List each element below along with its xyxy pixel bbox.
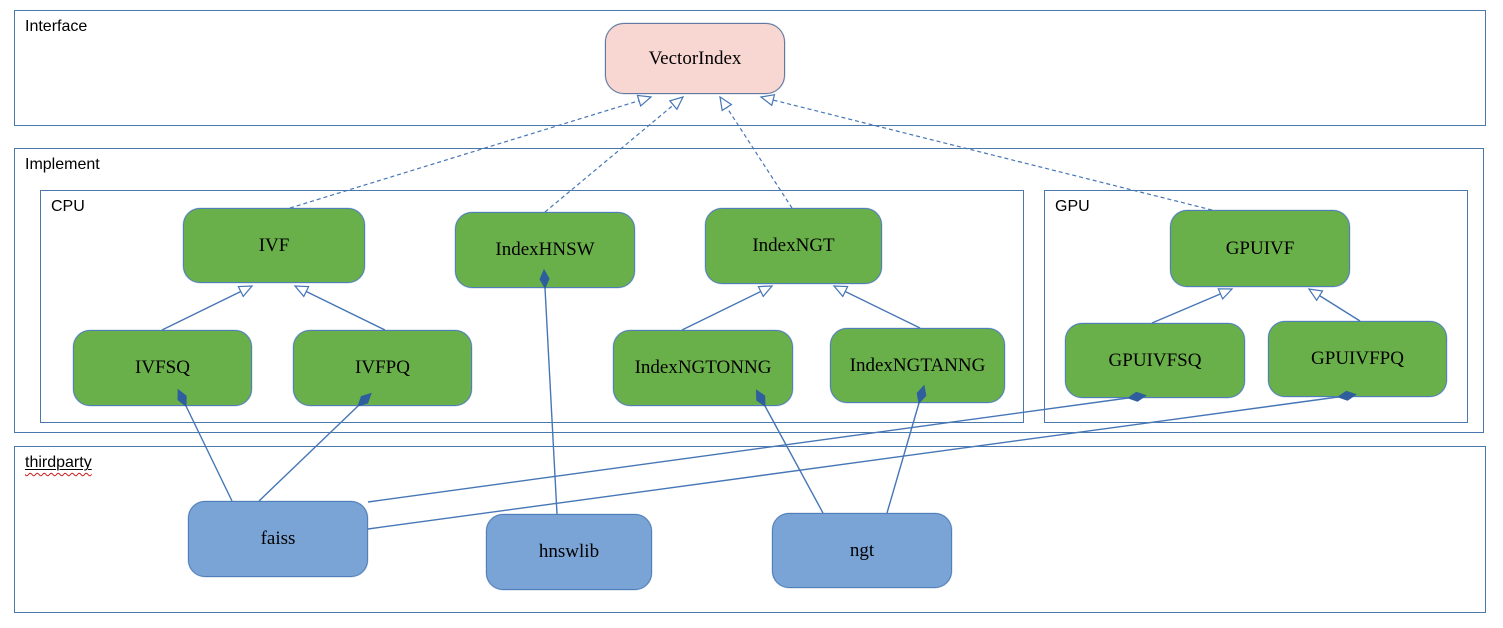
node-ivfpq-label: IVFPQ bbox=[355, 357, 410, 378]
section-gpu-label: GPU bbox=[1055, 198, 1090, 215]
node-ivfpq: IVFPQ bbox=[293, 330, 472, 406]
node-indexngtanng: IndexNGTANNG bbox=[830, 328, 1005, 403]
section-implement-label: Implement bbox=[25, 156, 100, 173]
node-gpuivf-label: GPUIVF bbox=[1225, 237, 1295, 259]
node-indexhnsw: IndexHNSW bbox=[455, 212, 635, 288]
node-indexngtonng-label: IndexNGTONNG bbox=[634, 357, 772, 378]
node-gpuivfpq: GPUIVFPQ bbox=[1268, 321, 1447, 397]
node-vectorindex: VectorIndex bbox=[605, 23, 785, 94]
node-indexngtonng: IndexNGTONNG bbox=[613, 330, 793, 406]
node-ivf: IVF bbox=[183, 208, 365, 283]
node-faiss-label: faiss bbox=[260, 528, 296, 549]
node-indexhnsw-label: IndexHNSW bbox=[495, 239, 595, 260]
node-ivfsq: IVFSQ bbox=[73, 330, 252, 406]
section-cpu-label: CPU bbox=[51, 198, 85, 215]
node-gpuivfpq-label: GPUIVFPQ bbox=[1311, 348, 1404, 369]
node-indexngt: IndexNGT bbox=[705, 208, 882, 284]
node-indexngtanng-label: IndexNGTANNG bbox=[849, 354, 986, 376]
node-vectorindex-label: VectorIndex bbox=[648, 47, 742, 69]
node-hnswlib-label: hnswlib bbox=[538, 541, 600, 562]
section-thirdparty-label: thirdparty bbox=[25, 454, 92, 471]
node-faiss: faiss bbox=[188, 501, 368, 577]
node-indexngt-label: IndexNGT bbox=[752, 235, 835, 256]
node-ngt: ngt bbox=[772, 513, 952, 588]
section-interface-label: Interface bbox=[25, 18, 88, 35]
node-gpuivfsq-label: GPUIVFSQ bbox=[1108, 349, 1202, 371]
node-gpuivf: GPUIVF bbox=[1170, 210, 1350, 287]
node-ivfsq-label: IVFSQ bbox=[135, 357, 190, 378]
node-gpuivfsq: GPUIVFSQ bbox=[1065, 323, 1245, 398]
node-ivf-label: IVF bbox=[258, 234, 290, 256]
node-hnswlib: hnswlib bbox=[486, 514, 652, 590]
node-ngt-label: ngt bbox=[849, 539, 875, 561]
